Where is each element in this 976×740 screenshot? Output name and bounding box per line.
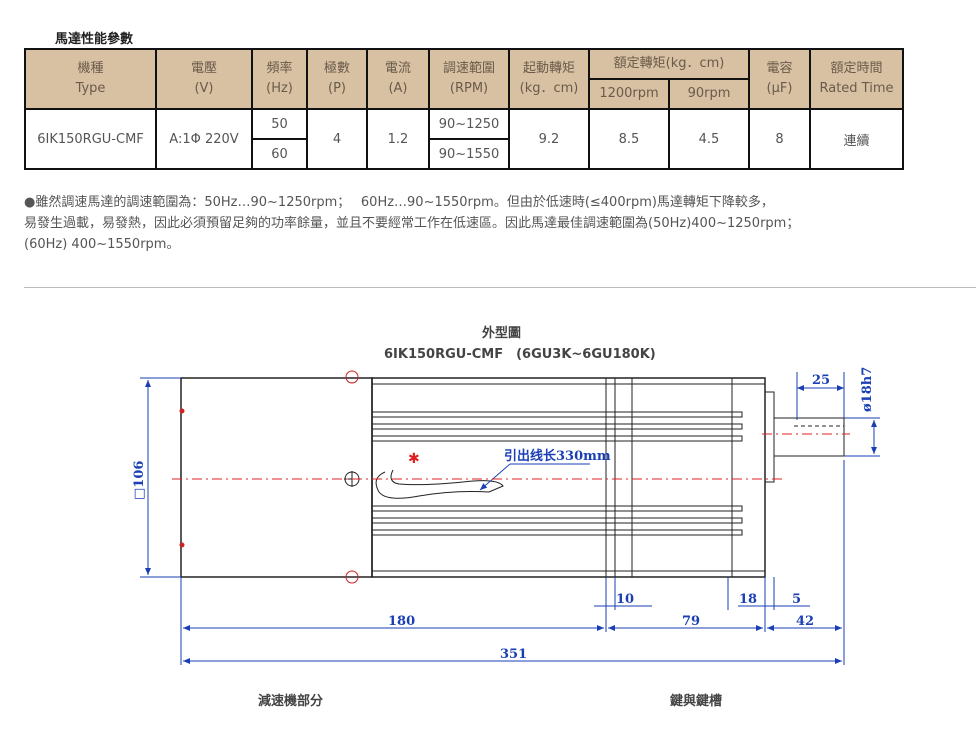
- dim-351: 351: [500, 647, 527, 662]
- header-current: 電流(A): [366, 48, 430, 110]
- dim-180: 180: [388, 614, 415, 629]
- header-voltage: 電壓(V): [155, 48, 253, 110]
- svg-text:✱: ✱: [408, 451, 420, 467]
- dim-79: 79: [682, 614, 700, 629]
- cell-voltage: A:1Φ 220V: [155, 108, 253, 170]
- lead-wire-label: 引出线长330mm: [504, 448, 611, 464]
- gearbox-body: [180, 377, 373, 578]
- header-frequency: 頻率(Hz): [251, 48, 308, 110]
- header-rated-torque-1200: 1200rpm: [588, 78, 670, 110]
- caption-key: 鍵與鍵槽: [670, 694, 723, 709]
- dim-5: 5: [792, 592, 801, 607]
- cell-rated-torque-1200: 8.5: [588, 108, 670, 170]
- cell-frequency-60: 60: [251, 138, 308, 170]
- note-line: (60Hz) 400~1550rpm。: [24, 237, 180, 252]
- dim-18: 18: [739, 592, 757, 607]
- header-poles: 極數(P): [306, 48, 368, 110]
- drawing-title: 外型圖: [482, 326, 522, 341]
- output-shaft: [773, 417, 845, 457]
- flange: [764, 391, 775, 483]
- cell-speed-range-60: 90~1550: [428, 138, 510, 170]
- header-speed-range: 調速範圍(RPM): [428, 48, 510, 110]
- lead-wire: [375, 469, 504, 499]
- note-line: ●雖然調速馬達的調速範圍為：50Hz…90~1250rpm； 60Hz…90~1…: [24, 195, 774, 210]
- outline-drawing: ✱ 引出线长330mm □106 25 ø18h7 10 18 5 180 79…: [132, 367, 880, 665]
- dim-42: 42: [796, 614, 814, 629]
- section-divider: [24, 287, 976, 288]
- cell-rated-time: 連續: [809, 108, 904, 170]
- drawing-subtitle: 6IK150RGU-CMF (6GU3K~6GU180K): [384, 347, 656, 362]
- motor-body: [371, 377, 766, 578]
- dim-square: □106: [132, 461, 147, 500]
- cell-speed-range-50: 90~1250: [428, 108, 510, 140]
- note-line: 易發生過載，易發熱，因此必須預留足夠的功率餘量，並且不要經常工作在低速區。因此馬…: [24, 216, 800, 231]
- cell-rated-torque-90: 4.5: [668, 108, 750, 170]
- header-capacitor: 電容(μF): [748, 48, 811, 110]
- dim-10: 10: [616, 592, 634, 607]
- cell-capacitor: 8: [748, 108, 811, 170]
- caption-gearbox: 減速機部分: [258, 694, 324, 709]
- section-title: 馬達性能參數: [55, 32, 134, 47]
- dim-shaft-diameter: ø18h7: [860, 367, 875, 412]
- cooling-fins: [372, 411, 743, 536]
- cell-poles: 4: [306, 108, 368, 170]
- cell-starting-torque: 9.2: [508, 108, 590, 170]
- cell-frequency-50: 50: [251, 108, 308, 140]
- speed-note: ●雖然調速馬達的調速範圍為：50Hz…90~1250rpm； 60Hz…90~1…: [24, 192, 924, 255]
- header-rated-torque: 額定轉矩(kg．cm): [588, 48, 750, 80]
- header-rated-torque-90: 90rpm: [668, 78, 750, 110]
- cell-type: 6IK150RGU-CMF: [24, 108, 157, 170]
- header-starting-torque: 起動轉矩(kg．cm): [508, 48, 590, 110]
- cell-current: 1.2: [366, 108, 430, 170]
- dim-shaft-length: 25: [812, 373, 830, 388]
